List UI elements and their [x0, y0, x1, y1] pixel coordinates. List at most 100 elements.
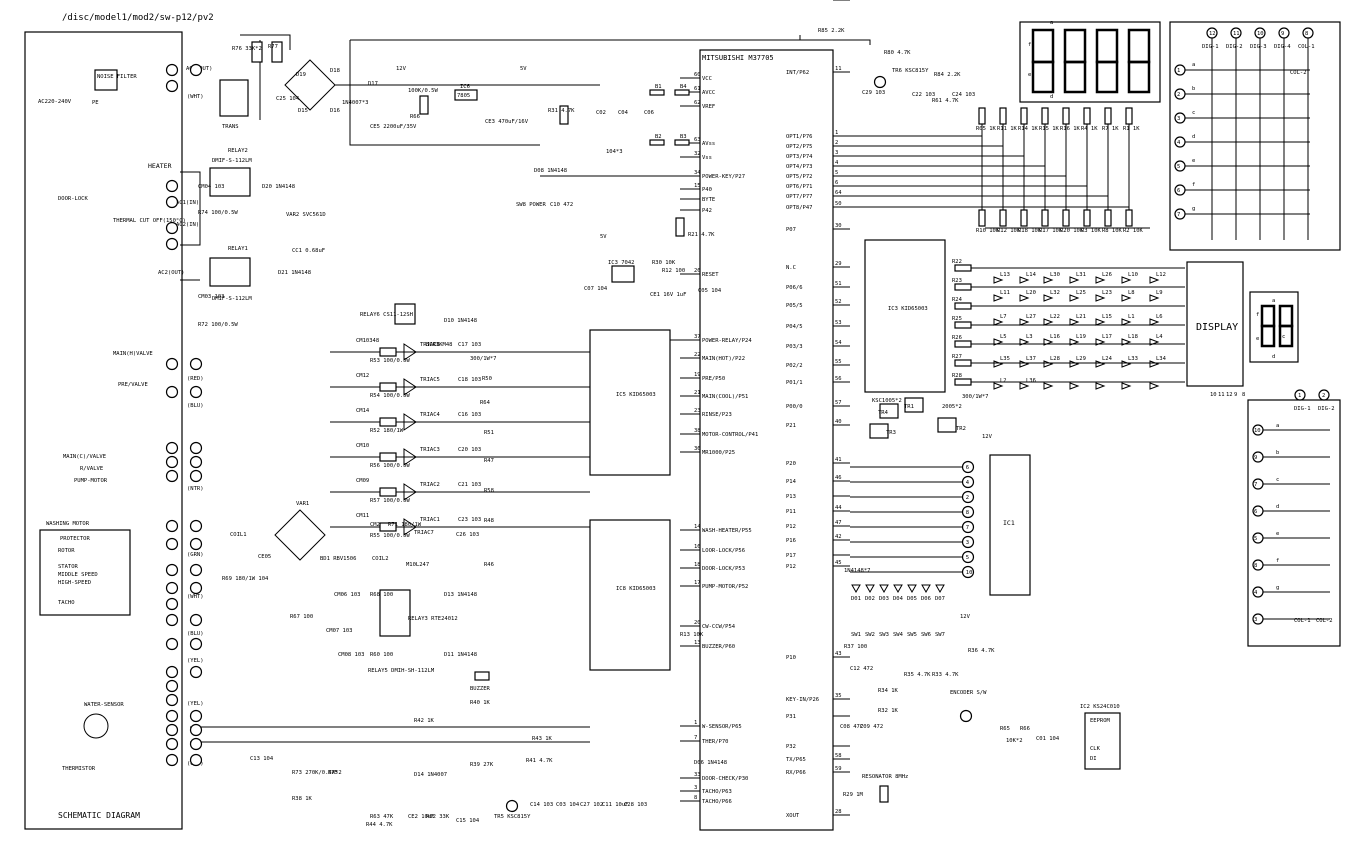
triac7-label: TRIAC7	[414, 530, 434, 536]
display-pin-num: 8	[1242, 392, 1245, 398]
small-seg-f: f	[1256, 312, 1259, 318]
small-seg-d: d	[1272, 354, 1275, 360]
led-label: L25	[1076, 290, 1086, 296]
led-symbol	[1095, 338, 1106, 346]
mcu-pin-name: W-SENSOR/P65	[702, 724, 742, 730]
matrix-dig-label: DIG-2	[1226, 44, 1243, 50]
mcu-pin-num: 29	[835, 261, 842, 267]
led-label: L16	[1050, 334, 1060, 340]
ic1-pin	[961, 490, 975, 504]
mcu-pin-name: OPT7/P77	[786, 194, 813, 200]
ic1-pin-num: 2	[966, 495, 969, 501]
seg-d: d	[1050, 94, 1053, 100]
v5-reset-label: 5V	[600, 234, 607, 240]
ic1-pin-num: 5	[966, 555, 969, 561]
mcu-pin-name: DOOR-LOCK/P53	[702, 566, 745, 572]
led-label: L18	[1128, 334, 1138, 340]
segment-resistor	[954, 359, 972, 367]
led-symbol	[1019, 294, 1030, 302]
rtop-label: R05 1K	[976, 126, 997, 132]
led-label: L21	[1076, 314, 1086, 320]
c28-label: C28 103	[624, 802, 647, 808]
matrix-seg-label: f	[1192, 182, 1195, 188]
mcu-pin-name: TX/P65	[786, 757, 806, 763]
connector-pin-outer	[189, 753, 203, 767]
led-label: L24	[1102, 356, 1113, 362]
mcu-pin-name: CW-CCW/P54	[702, 624, 736, 630]
c26-label: C26 103	[456, 532, 479, 538]
rtop-label: R15 1K	[1039, 126, 1060, 132]
led-symbol	[1019, 318, 1030, 326]
led-symbol	[993, 360, 1004, 368]
cm07-label: CM07 103	[326, 628, 353, 634]
led-label: L26	[1102, 272, 1112, 278]
b1-bead	[649, 89, 665, 96]
eeprom-label: EEPROM	[1090, 718, 1111, 724]
dsw-item: D03	[879, 596, 889, 602]
sw8-label: SW8 POWER	[516, 202, 546, 208]
buzzer-label: BUZZER	[470, 686, 491, 692]
mcu-pin-num: 63	[694, 137, 701, 143]
cm08-label: CM08 103	[338, 652, 365, 658]
pullup-resistor	[1125, 107, 1133, 125]
connector-pin	[165, 221, 179, 235]
seg-a: a	[1050, 20, 1053, 26]
cm12-label: CM12	[356, 373, 369, 379]
ic5-label: IC5 KID65003	[616, 392, 656, 398]
mcu-pin-name: P02/2	[786, 363, 803, 369]
eeprom-clk: CLK	[1090, 746, 1101, 752]
relay5-label: RELAY5 DMIH-SH-112LM	[368, 668, 435, 674]
c07-label: C07 104	[584, 286, 608, 292]
mcu-pin-num: 54	[835, 340, 842, 346]
led-symbol	[1095, 382, 1106, 390]
matrix-seg-label: e	[1192, 158, 1195, 164]
small-matrix-seg: e	[1276, 531, 1279, 537]
mcu-pin-name: P17	[786, 553, 796, 559]
r68-label: R68 100	[370, 592, 393, 598]
mcu-pin-name: P21	[786, 423, 796, 429]
led-label: L27	[1026, 314, 1036, 320]
schematic-title: SCHEMATIC DIAGRAM	[58, 811, 140, 820]
r65-label: R65	[1000, 726, 1010, 732]
sw-item: SW7	[935, 632, 945, 638]
yel2-label: (YEL)	[187, 701, 204, 707]
bd1-bridge	[274, 509, 326, 561]
connector-pin	[165, 519, 179, 533]
ic7805n-label: IC6	[460, 84, 470, 90]
r24-label: R24	[952, 297, 963, 303]
led-label: L9	[1156, 290, 1163, 296]
mcu-pin-name: AVss	[702, 141, 715, 147]
triac5-label: TRIAC5	[420, 377, 440, 383]
wire	[180, 171, 201, 246]
r33-label: R33 4.7K	[932, 672, 959, 678]
r65v-label: 10K*2	[1006, 738, 1023, 744]
mcu-pin-num: 50	[835, 201, 842, 207]
led-symbol	[1121, 294, 1132, 302]
small-seg-e: e	[1256, 336, 1259, 342]
c29-label: C29 103	[862, 90, 885, 96]
m10l-label: M10L247	[406, 562, 429, 568]
wire	[600, 35, 801, 41]
rbot-label: R12 10K	[997, 228, 1021, 234]
c25-label: C25 104	[276, 96, 300, 102]
small-matrix-top-num: 2	[1322, 393, 1325, 399]
led-symbol	[1149, 360, 1160, 368]
grn-label: (GRN)	[187, 552, 204, 558]
matrix-top-num: 8	[1305, 31, 1308, 37]
sw-item: SW3	[879, 632, 889, 638]
r74-label: R74 100/0.5W	[198, 210, 238, 216]
mcu-pin-name: N.C	[786, 265, 796, 271]
led-symbol	[1019, 382, 1030, 390]
small-matrix-seg: g	[1276, 585, 1279, 591]
led-label: L3	[1026, 334, 1033, 340]
mcu-pin-name: AVCC	[702, 90, 715, 96]
r52-label: R52 180/1W	[370, 428, 404, 434]
r51-label: R51	[484, 430, 494, 436]
v5-top-label: 5V	[520, 66, 527, 72]
led-symbol	[1019, 338, 1030, 346]
ic2-label: IC2 KS24C010	[1080, 704, 1120, 710]
ic1-pin-num: 10	[966, 570, 973, 576]
mcu-pin-name: P03/3	[786, 344, 803, 350]
dsw-item: D05	[907, 596, 917, 602]
mcu-pin-name: P07	[786, 227, 796, 233]
